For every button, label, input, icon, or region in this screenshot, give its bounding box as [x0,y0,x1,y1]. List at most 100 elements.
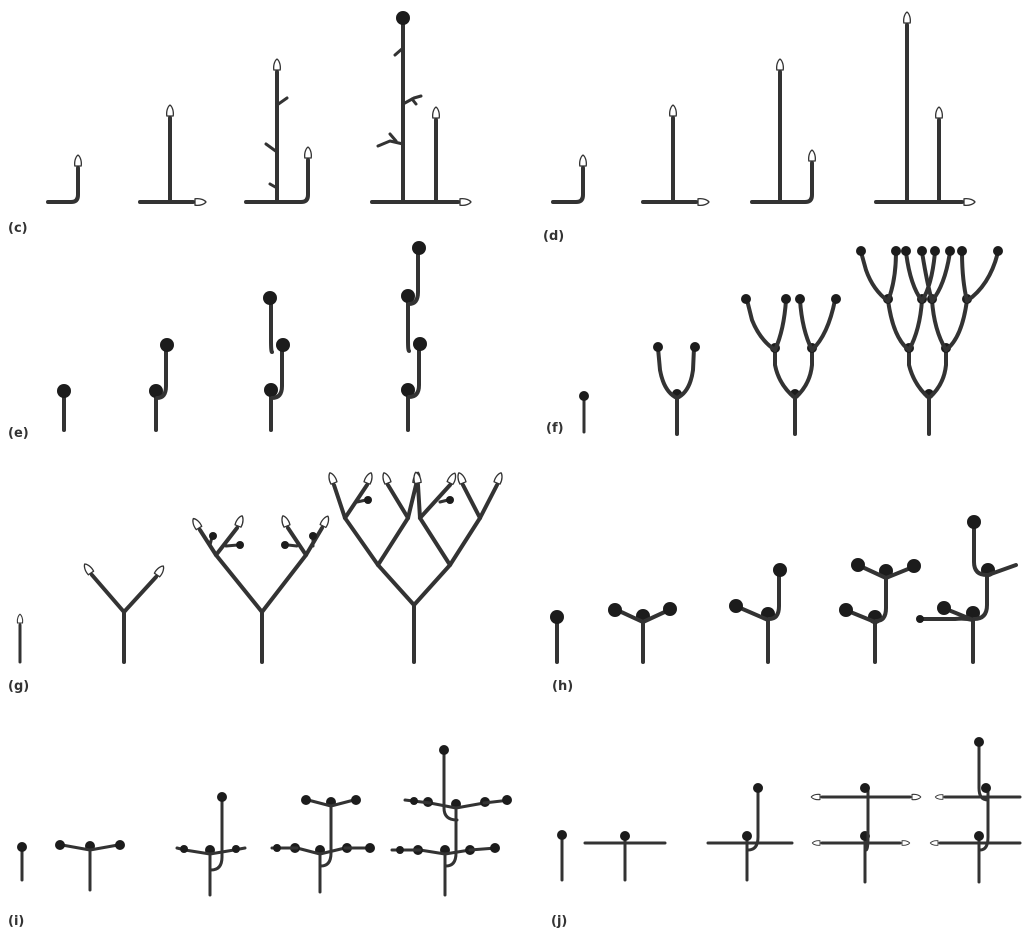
stem-segment [810,298,837,352]
bud-terminal-icon [493,472,503,485]
bud-terminal-icon [446,472,457,486]
panel-h [550,515,1018,664]
solid-terminal-icon [410,797,418,805]
stem-segment [410,97,418,106]
bud-terminal-icon [192,517,203,531]
solid-terminal-icon [856,246,866,256]
panel-e [57,241,427,432]
bud-terminal-icon [697,197,710,207]
stem-segment [551,166,585,204]
stem-segment [214,526,239,557]
panel-label-i: (i) [8,914,24,929]
solid-terminal-icon [930,246,940,256]
stem-segment [798,298,814,352]
solid-terminal-icon [396,846,404,854]
bud-terminal-icon [934,106,944,119]
stem-segment [793,348,814,400]
stem-segment [930,250,952,303]
stem-segment [773,298,788,352]
bud-terminal-icon [153,565,165,578]
bud-terminal-icon [934,794,944,800]
solid-terminal-icon [993,246,1003,256]
stem-segment [448,516,482,567]
stem-segment [407,248,420,306]
solid-terminal-icon [917,246,927,256]
bud-terminal-icon [902,11,912,24]
bud-terminal-icon [901,840,911,846]
stem-segment [745,298,777,352]
bud-terminal-icon [963,197,976,207]
solid-terminal-icon [281,541,289,549]
solid-terminal-icon [490,843,500,853]
solid-terminal-icon [413,337,427,351]
solid-terminal-icon [149,384,163,398]
stem-segment [401,94,423,106]
stem-segment [198,528,218,557]
solid-terminal-icon [232,845,240,853]
solid-terminal-icon [741,294,751,304]
solid-terminal-icon [981,783,991,793]
stem-segment [977,743,990,802]
stem-segment [886,250,898,303]
stem-segment [306,798,333,808]
stem-segment [260,553,308,614]
stem-segment [920,250,934,303]
solid-terminal-icon [620,831,630,841]
bud-terminal-icon [165,104,175,117]
stem-segment [183,848,212,856]
stem-segment [343,516,380,567]
solid-terminal-icon [860,783,870,793]
stem-segment [224,543,240,548]
stem-segment [750,161,814,204]
solid-terminal-icon [273,844,281,852]
panel-f [579,246,1003,436]
panel-i [17,745,512,897]
panel-label-h: (h) [552,679,573,694]
stem-segment [461,483,482,520]
solid-terminal-icon [891,246,901,256]
solid-terminal-icon [557,830,567,840]
bud-terminal-icon [73,154,83,167]
solid-terminal-icon [729,599,743,613]
stem-segment [907,298,924,352]
bud-terminal-icon [807,149,817,162]
stem-segment [329,798,356,808]
stem-segment [478,483,499,520]
stem-segment [286,543,299,548]
stem-segment [90,573,126,614]
solid-terminal-icon [773,563,787,577]
bud-terminal-icon [459,197,472,207]
stem-segment [418,516,452,567]
stem-segment [46,166,80,204]
panel-label-d: (d) [543,229,564,244]
stem-segment [907,348,931,400]
bud-terminal-icon [911,793,922,801]
stem-segment [275,96,289,107]
solid-terminal-icon [17,842,27,852]
stem-segment [406,296,411,353]
stem-segment [295,846,322,856]
stem-segment [155,344,168,400]
stem-segment [960,250,969,303]
stem-segment [214,553,264,614]
bud-terminal-icon [668,104,678,117]
solid-terminal-icon [301,795,311,805]
solid-terminal-icon [579,391,589,401]
stem-segment [122,575,158,614]
stem-segment [393,46,405,57]
stem-segment [412,563,452,607]
stem-segment [268,182,279,190]
solid-terminal-icon [180,845,188,853]
bud-terminal-icon [578,154,588,167]
solid-terminal-icon [957,246,967,256]
stem-segment [418,848,447,856]
stem-segment [376,516,410,567]
solid-terminal-icon [795,294,805,304]
panel-label-f: (f) [546,421,564,436]
bud-terminal-icon [83,563,95,576]
stem-segment [858,564,888,580]
solid-terminal-icon [839,603,853,617]
solid-terminal-icon [907,559,921,573]
stem-segment [986,563,1018,577]
